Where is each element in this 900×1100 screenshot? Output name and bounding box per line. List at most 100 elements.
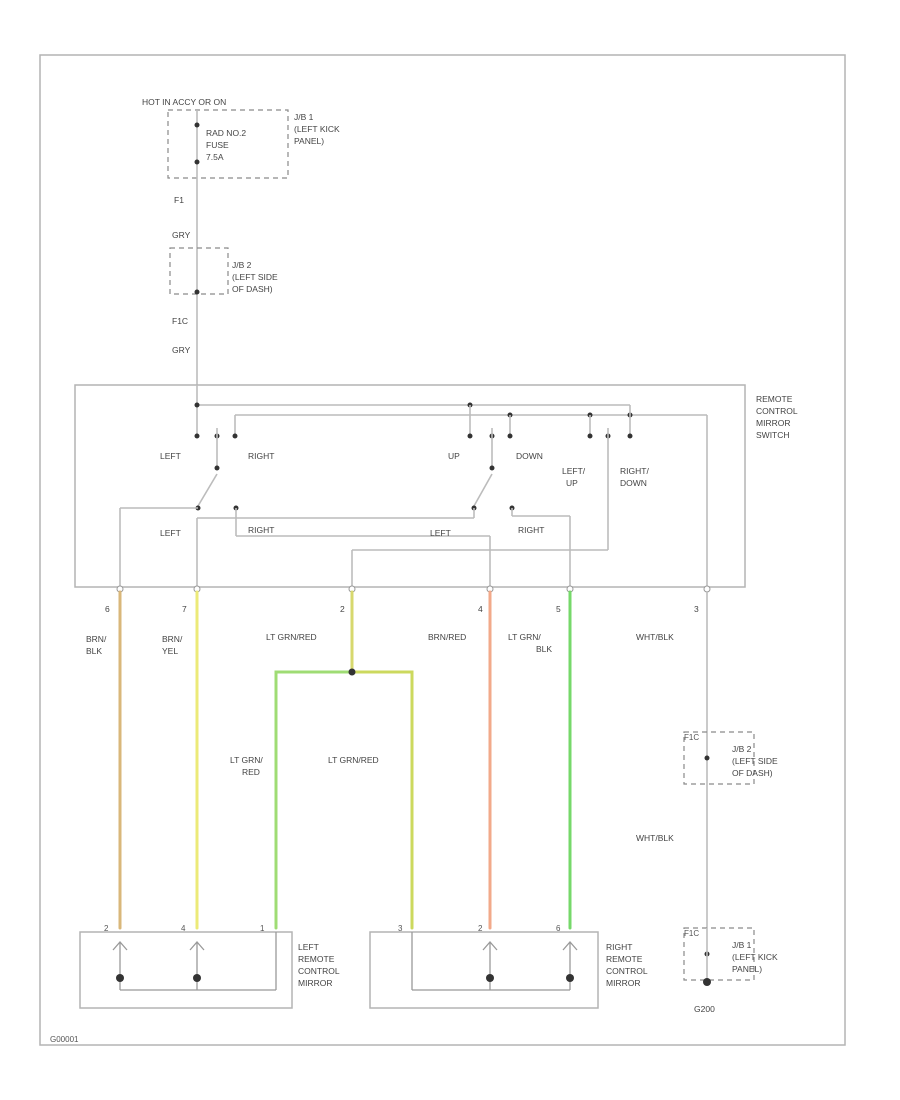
wire-label-ltgrn-right: LT GRN/RED <box>328 755 379 765</box>
left-motor-1-icon <box>116 974 124 982</box>
switch-label-left-up-1: LEFT/ <box>562 466 586 476</box>
pin-4: 4 <box>478 604 483 614</box>
wire-label-7-1: BRN/ <box>162 634 183 644</box>
hot-label: HOT IN ACCY OR ON <box>142 97 226 107</box>
jb2-top-box <box>169 247 229 295</box>
switch-label-right-bottom-1: RIGHT <box>248 525 274 535</box>
right-mirror-box <box>369 931 599 1009</box>
left-mirror-label-3: CONTROL <box>298 966 340 976</box>
switch-title-4: SWITCH <box>756 430 790 440</box>
jb2-top-label-3: OF DASH) <box>232 284 273 294</box>
ground-jb1-3: PANEL) <box>732 964 762 974</box>
ground-jb1-2: (LEFT KICK <box>732 952 778 962</box>
ground-g-label: G200 <box>694 1004 715 1014</box>
jb1-top-label-3: PANEL) <box>294 136 324 146</box>
wire-lt-grn-red-right <box>350 670 414 930</box>
mirror-switch-box <box>74 384 746 588</box>
wire-lt-grn-red-left <box>274 670 354 930</box>
wire-gry-2: GRY <box>172 345 191 355</box>
right-mirror-label-4: MIRROR <box>606 978 640 988</box>
updown-dot-top <box>489 465 495 471</box>
fuse-label-3: 7.5A <box>206 152 224 162</box>
left-motor-2-icon <box>193 974 201 982</box>
pin-2: 2 <box>340 604 345 614</box>
right-mirror-pin-b: 2 <box>478 924 483 933</box>
right-mirror-pin-c: 6 <box>556 924 561 933</box>
fuse-dot-top <box>194 122 200 128</box>
contact-row <box>194 405 633 550</box>
jb2-top-label-2: (LEFT SIDE <box>232 272 278 282</box>
splice-dot <box>348 668 356 676</box>
switch-title-2: CONTROL <box>756 406 798 416</box>
switch-label-down: DOWN <box>516 451 543 461</box>
fuse-label-2: FUSE <box>206 140 229 150</box>
wire-label-3: WHT/BLK <box>636 632 674 642</box>
left-mirror-box <box>79 931 293 1009</box>
right-mirror-label-3: CONTROL <box>606 966 648 976</box>
ground-conn-bot: F1C <box>684 929 699 938</box>
wire-label-5-1: LT GRN/ <box>508 632 541 642</box>
ground-jb2-2: (LEFT SIDE <box>732 756 778 766</box>
diagram-frame <box>39 54 846 1046</box>
jb2-ground-dot <box>704 755 710 761</box>
jb1-ground-box <box>683 927 755 981</box>
switch-title-1: REMOTE <box>756 394 793 404</box>
ground-jb2-3: OF DASH) <box>732 768 773 778</box>
switch-pins <box>116 585 711 593</box>
jb1-top-label-2: (LEFT KICK <box>294 124 340 134</box>
switch-label-left-bottom: LEFT <box>160 528 181 538</box>
left-mirror-motors <box>112 932 277 991</box>
right-mirror-pin-a: 3 <box>398 924 403 933</box>
switch-label-left-top: LEFT <box>160 451 181 461</box>
footer-code: G00001 <box>50 1035 79 1044</box>
jb1-top-label-1: J/B 1 <box>294 112 314 122</box>
wire-label-2: LT GRN/RED <box>266 632 317 642</box>
switch-label-right-top: RIGHT <box>248 451 274 461</box>
pin-5: 5 <box>556 604 561 614</box>
switch-label-left-up-2: UP <box>566 478 578 488</box>
left-mirror-label-1: LEFT <box>298 942 319 952</box>
jb2-top-dot <box>194 289 200 295</box>
switch-label-right-down-2: DOWN <box>620 478 647 488</box>
wire-label-6-1: BRN/ <box>86 634 107 644</box>
left-mirror-label-4: MIRROR <box>298 978 332 988</box>
wire-label-4: BRN/RED <box>428 632 466 642</box>
left-mirror-pin-c: 1 <box>260 924 265 933</box>
right-motor-2-icon <box>566 974 574 982</box>
jb2-top-label-1: J/B 2 <box>232 260 252 270</box>
fuse-dot-bottom <box>194 159 200 165</box>
right-mirror-label-2: REMOTE <box>606 954 643 964</box>
switch-label-right-bottom-2: RIGHT <box>518 525 544 535</box>
wire-label-ltgrn-left-1: LT GRN/ <box>230 755 263 765</box>
switch-label-up: UP <box>448 451 460 461</box>
wire-label-6-2: BLK <box>86 646 102 656</box>
pin-3: 3 <box>694 604 699 614</box>
right-mirror-motors <box>411 932 578 991</box>
ground-point <box>703 978 711 986</box>
wire-gry-1: GRY <box>172 230 191 240</box>
wire-label-7-2: YEL <box>162 646 178 656</box>
selector-blade <box>197 473 218 507</box>
left-mirror-pin-b: 4 <box>181 924 186 933</box>
switch-label-left-bottom-2: LEFT <box>430 528 451 538</box>
ground-conn-top: F1C <box>684 733 699 742</box>
fuse-label-1: RAD NO.2 <box>206 128 246 138</box>
bus-dot-1 <box>194 402 200 408</box>
jb2-ground-box <box>683 731 755 785</box>
pin-f1c-label: F1C <box>172 316 188 326</box>
wire-label-ltgrn-left-2: RED <box>242 767 260 777</box>
pin-6: 6 <box>105 604 110 614</box>
ground-jb2-1: J/B 2 <box>732 744 752 754</box>
right-mirror-label-1: RIGHT <box>606 942 632 952</box>
jb1-top-box <box>167 109 289 179</box>
switch-title-3: MIRROR <box>756 418 790 428</box>
pin-7: 7 <box>182 604 187 614</box>
right-motor-1-icon <box>486 974 494 982</box>
wire-label-5-2: BLK <box>536 644 552 654</box>
ground-jb1-1: J/B 1 <box>732 940 752 950</box>
selector-dot-top <box>214 465 220 471</box>
left-mirror-pin-a: 2 <box>104 924 109 933</box>
pin-f1-label: F1 <box>174 195 184 205</box>
wire-label-wht-blk-lower: WHT/BLK <box>636 833 674 843</box>
